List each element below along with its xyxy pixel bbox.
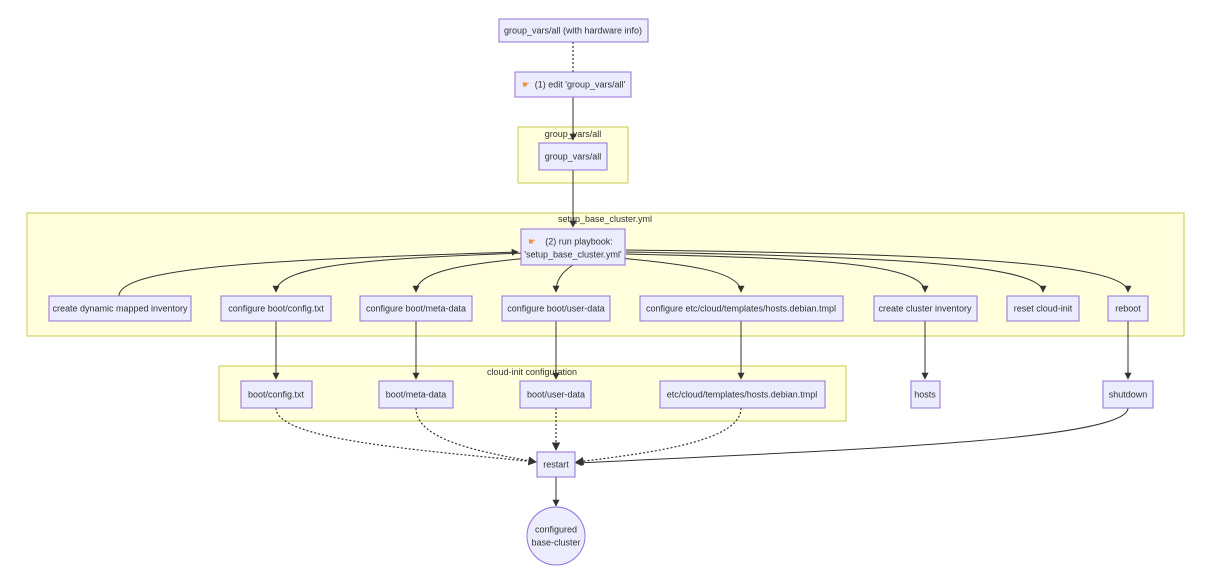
edge-run-reboot — [625, 249, 1132, 293]
node-edit[interactable]: ☛ (1) edit 'group_vars/all' — [514, 71, 632, 98]
node-rci-label: reset cloud-init — [1014, 303, 1073, 313]
node-run-label-line2: 'setup_base_cluster.yml' — [524, 249, 622, 259]
node-boot-meta[interactable]: boot/meta-data — [378, 380, 454, 409]
node-shutdown[interactable]: shutdown — [1102, 380, 1154, 409]
node-hosts-tmpl[interactable]: etc/cloud/templates/hosts.debian.tmpl — [659, 380, 826, 409]
edge-bc-restart — [275, 407, 537, 466]
edge-run-ceh — [619, 257, 745, 293]
node-hosts-label: hosts — [914, 389, 936, 399]
edge-run-cci — [625, 253, 929, 293]
node-cbc-label: configure boot/config.txt — [228, 303, 324, 313]
node-group-vars[interactable]: group_vars/all — [538, 142, 608, 171]
node-reboot[interactable]: reboot — [1107, 295, 1149, 322]
node-restart-label: restart — [543, 459, 569, 469]
node-hosts[interactable]: hosts — [910, 380, 941, 409]
node-restart[interactable]: restart — [536, 451, 576, 478]
edge-run-cbc — [272, 252, 523, 293]
node-cbm-label: configure boot/meta-data — [366, 303, 466, 313]
node-configure-hosts-tmpl[interactable]: configure etc/cloud/templates/hosts.debi… — [639, 295, 844, 322]
node-edit-label: (1) edit 'group_vars/all' — [535, 79, 626, 89]
node-configure-boot-meta[interactable]: configure boot/meta-data — [359, 295, 473, 322]
edge-run-cbu — [552, 264, 574, 293]
node-group-vars-label: group_vars/all — [545, 151, 602, 161]
node-eh-label: etc/cloud/templates/hosts.debian.tmpl — [667, 389, 818, 399]
node-configured-base-cluster[interactable]: configured base-cluster — [526, 506, 586, 566]
hand-pointing-icon: ☛ — [522, 79, 530, 89]
edge-eh-restart — [575, 407, 742, 466]
node-boot-user[interactable]: boot/user-data — [519, 380, 592, 409]
node-configure-boot-user[interactable]: configure boot/user-data — [501, 295, 611, 322]
node-hwinfo[interactable]: group_vars/all (with hardware info) — [498, 18, 649, 43]
node-cbu-label: configure boot/user-data — [507, 303, 605, 313]
edge-shutdown-restart — [575, 407, 1129, 467]
node-run-label-line1: (2) run playbook: — [545, 236, 613, 246]
edge-run-rci — [625, 251, 1047, 293]
edge-cdmi-run — [118, 248, 519, 297]
node-shutdown-label: shutdown — [1109, 389, 1148, 399]
node-configured-label-line2: base-cluster — [531, 537, 580, 547]
node-boot-config[interactable]: boot/config.txt — [240, 380, 313, 409]
node-configured-label-line1: configured — [535, 524, 577, 534]
node-bm-label: boot/meta-data — [386, 389, 447, 399]
node-create-cluster-inventory[interactable]: create cluster inventory — [873, 295, 978, 322]
node-hwinfo-label: group_vars/all (with hardware info) — [504, 25, 642, 35]
node-bc-label: boot/config.txt — [248, 389, 305, 399]
node-cci-label: create cluster inventory — [878, 303, 972, 313]
node-ceh-label: configure etc/cloud/templates/hosts.debi… — [646, 303, 836, 313]
node-cdmi-label: create dynamic mapped inventory — [52, 303, 188, 313]
node-reboot-label: reboot — [1115, 303, 1141, 313]
cluster-cloud-init-title: cloud-init configuration — [487, 367, 577, 377]
edges — [118, 42, 1132, 507]
node-bu-label: boot/user-data — [527, 389, 585, 399]
node-reset-cloud-init[interactable]: reset cloud-init — [1006, 295, 1080, 322]
edge-run-cbm — [412, 257, 529, 293]
node-run-playbook[interactable]: ☛ (2) run playbook: 'setup_base_cluster.… — [520, 228, 626, 266]
cluster-setup-title: setup_base_cluster.yml — [558, 214, 652, 224]
hand-pointing-icon: ☛ — [528, 236, 536, 246]
node-configure-boot-config[interactable]: configure boot/config.txt — [220, 295, 332, 322]
node-create-dynamic-inventory[interactable]: create dynamic mapped inventory — [48, 295, 192, 322]
